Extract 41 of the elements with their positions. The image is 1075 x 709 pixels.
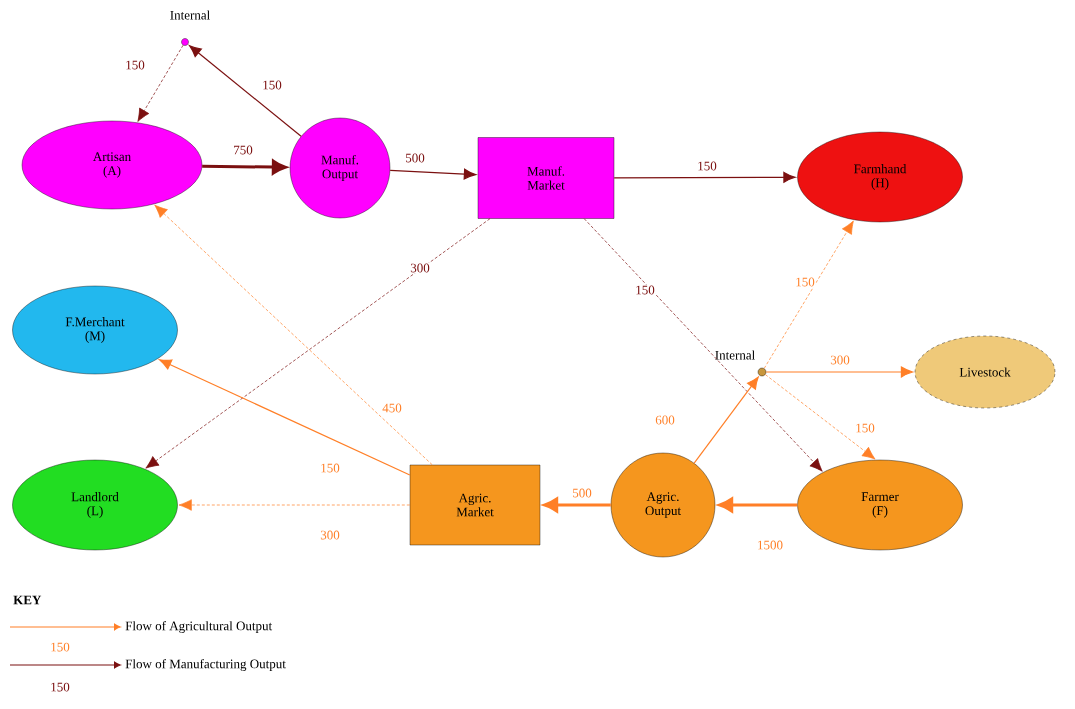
edge-label: 150 xyxy=(794,276,816,288)
flow-arrow xyxy=(137,44,184,122)
flow-arrow xyxy=(765,366,914,378)
node-caption: Internal xyxy=(170,10,210,20)
market-box: Agric. Market xyxy=(409,464,541,546)
flow-arrow xyxy=(188,45,302,137)
edge-label: 600 xyxy=(654,414,676,426)
market-box: Manuf. Market xyxy=(477,137,615,219)
edge-label: 500 xyxy=(404,152,426,164)
flow-arrow xyxy=(389,168,477,180)
edge-label: 150 xyxy=(124,59,146,71)
flow-arrow xyxy=(583,218,823,472)
edge-label: 150 xyxy=(319,462,341,474)
flow-arrow xyxy=(763,220,854,369)
edge-label: 150 xyxy=(261,79,283,91)
flow-arrow xyxy=(765,374,876,460)
edge-label: 750 xyxy=(232,144,254,156)
edge-label: 300 xyxy=(829,354,851,366)
legend-text: Flow of Agricultural Output xyxy=(125,621,273,633)
edge-label: 150 xyxy=(696,160,718,172)
flow-arrow xyxy=(693,376,759,464)
edge-label: 150 xyxy=(854,422,876,434)
legend-text: Flow of Manufacturing Output xyxy=(125,659,286,671)
flow-arrow xyxy=(159,359,411,476)
key-heading: KEY xyxy=(13,595,42,605)
edge-label: 150 xyxy=(634,284,656,296)
flow-arrow xyxy=(543,497,611,513)
edge-label: 1500 xyxy=(756,539,784,551)
flow-arrow xyxy=(202,159,287,175)
edge-label: 300 xyxy=(319,529,341,541)
flow-arrow xyxy=(718,497,798,513)
edge-label: 450 xyxy=(381,402,403,414)
edge-label: 300 xyxy=(409,262,431,274)
edge-label: 500 xyxy=(571,487,593,499)
sample-value: 150 xyxy=(51,642,70,652)
flow-arrow xyxy=(613,171,796,183)
flow-arrow xyxy=(154,204,433,466)
node-caption: Internal xyxy=(715,350,755,360)
flow-arrow xyxy=(145,218,491,469)
sample-value: 150 xyxy=(51,682,70,692)
flow-arrow xyxy=(178,499,411,511)
